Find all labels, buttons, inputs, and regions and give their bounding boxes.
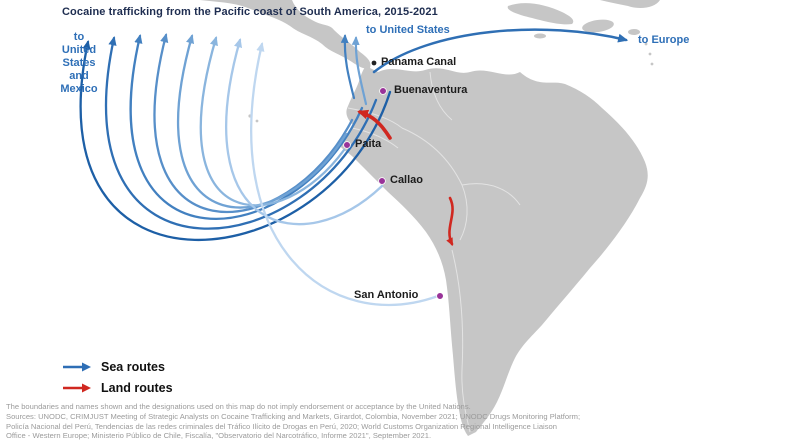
sea-route-arrow	[79, 39, 392, 242]
sea-route-arrow	[250, 41, 440, 306]
sea-route-arrow	[351, 36, 368, 106]
sea-route-arrow	[340, 34, 356, 100]
footer-line: Office - Western Europe; Ministerio Públ…	[6, 431, 432, 441]
sea-route-arrow	[199, 36, 346, 207]
galapagos-islet	[255, 119, 259, 123]
bahamas-landmass	[600, 0, 660, 8]
panama-canal-dot	[371, 60, 377, 66]
port-label-paita: Paita	[355, 138, 382, 150]
land-route-arrow	[446, 196, 454, 246]
sea-route-arrow	[372, 28, 629, 74]
callao-dot	[378, 177, 386, 185]
destination-label-europe: to Europe	[638, 34, 690, 46]
footer-line: Policía Nacional del Perú, Tendencias de…	[6, 421, 557, 431]
map-title: Cocaine trafficking from the Pacific coa…	[62, 6, 438, 18]
antilles-islet	[648, 52, 652, 56]
footer-line: Sources: UNODC, CRIMJUST Meeting of Stra…	[6, 411, 581, 421]
land-route-arrow	[357, 109, 392, 140]
paita-dot	[343, 141, 351, 149]
san-antonio-dot	[436, 292, 444, 300]
footer-notes: The boundaries and names shown and the d…	[6, 402, 796, 441]
jamaica-island	[534, 33, 546, 39]
port-label-callao: Callao	[390, 174, 424, 186]
footer-line: The boundaries and names shown and the d…	[6, 402, 471, 411]
sea-route-arrow	[225, 38, 384, 226]
sea-route-arrow	[104, 35, 378, 230]
port-label-panama-canal: Panama Canal	[381, 56, 457, 68]
legend: Sea routes Land routes	[62, 356, 173, 398]
destination-label-us-mexico: to United States and Mexico	[60, 31, 98, 95]
land-routes-arrow-icon	[63, 383, 91, 392]
antilles-islet	[644, 42, 648, 46]
legend-row-land: Land routes	[62, 377, 173, 398]
buenaventura-dot	[379, 87, 387, 95]
sea-route-arrow	[153, 32, 354, 214]
cuba-island	[507, 3, 574, 25]
sea-route-arrow	[177, 34, 348, 209]
antilles-islet	[650, 62, 654, 66]
country-borders	[347, 71, 521, 433]
port-label-san-antonio: San Antonio	[354, 289, 419, 301]
legend-label-land-routes: Land routes	[101, 380, 173, 395]
central-america-landmass	[200, 0, 371, 69]
puerto-rico-island	[628, 29, 640, 35]
legend-row-sea: Sea routes	[62, 356, 173, 377]
legend-label-sea-routes: Sea routes	[101, 359, 165, 374]
sea-routes-arrow-icon	[63, 362, 91, 371]
destination-label-us: to United States	[366, 24, 450, 36]
sea-route-arrow	[129, 33, 364, 220]
hispaniola-island	[582, 19, 614, 33]
south-america-landmass	[339, 66, 648, 436]
port-label-buenaventura: Buenaventura	[394, 84, 468, 96]
